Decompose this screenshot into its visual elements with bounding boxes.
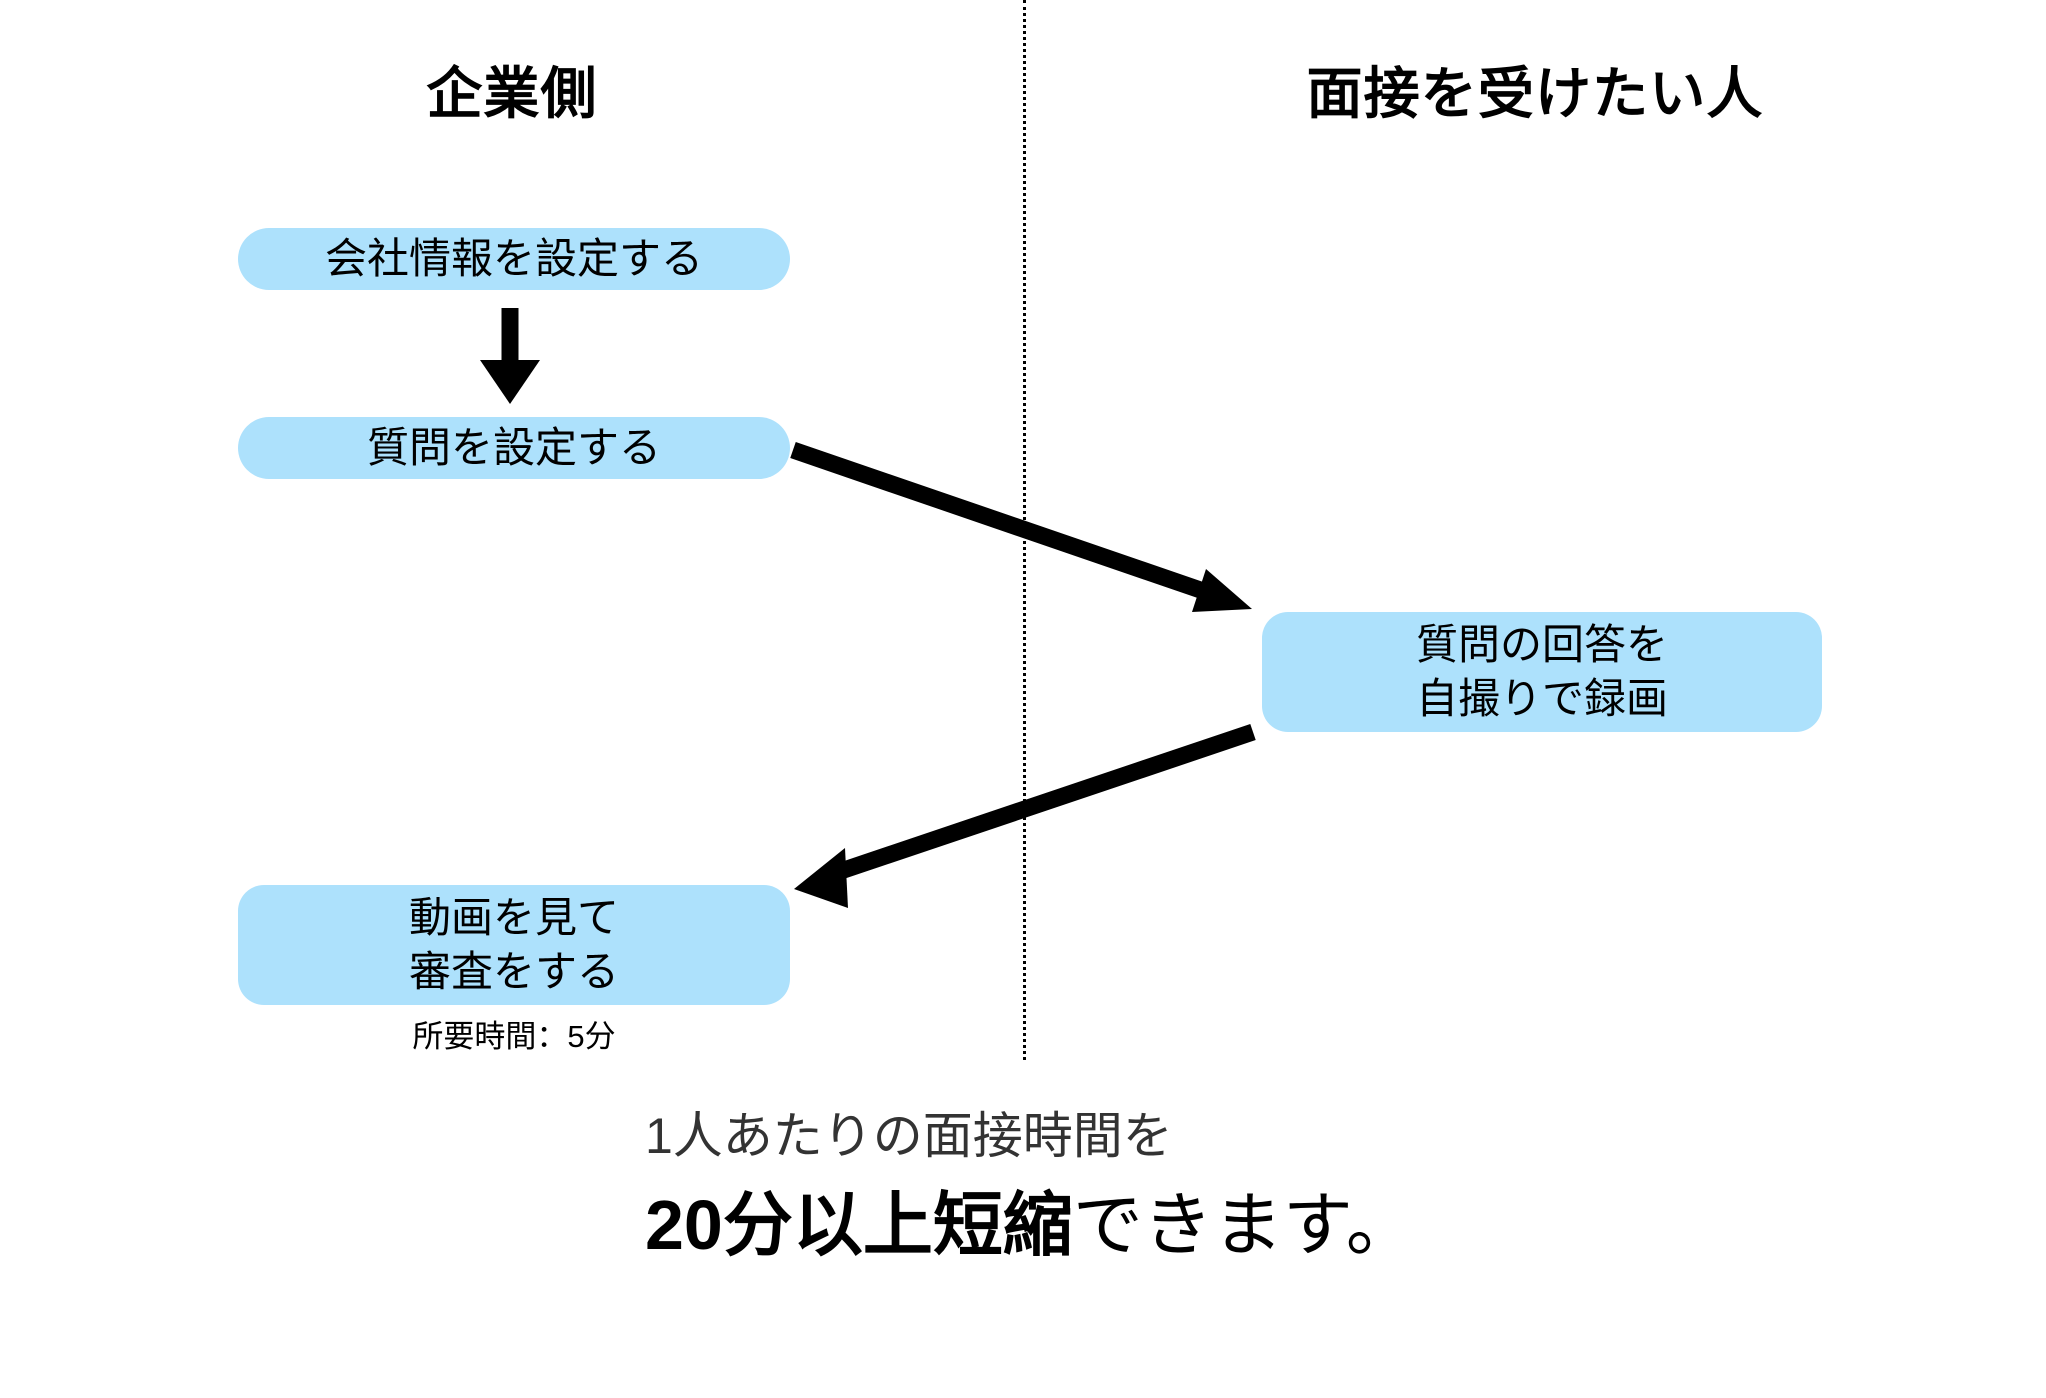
- summary-tail-text: できます。: [1072, 1185, 1416, 1264]
- flow-box-watch-and-review[interactable]: 動画を見て 審査をする: [238, 885, 790, 1005]
- summary-emphasis-text: 20分以上短縮: [645, 1185, 1073, 1264]
- summary-line-2: 20分以上短縮できます。: [645, 1185, 1645, 1264]
- flow-box-label-line1: 質問の回答を: [1415, 621, 1668, 669]
- flow-box-record-answers[interactable]: 質問の回答を 自撮りで録画: [1262, 612, 1822, 732]
- flow-box-label-line2: 自撮りで録画: [1415, 675, 1668, 722]
- flow-box-label: 会社情報を設定する: [324, 235, 703, 283]
- vertical-dotted-divider: [1023, 0, 1026, 1060]
- summary-line-1: 1人あたりの面接時間を: [645, 1108, 1173, 1164]
- flow-box-caption-duration: 所要時間：5分: [412, 1019, 616, 1054]
- column-header-company: 企業側: [426, 62, 598, 125]
- flow-box-label-line1: 動画を見て: [408, 894, 619, 942]
- column-header-candidate: 面接を受けたい人: [1306, 62, 1764, 125]
- flow-box-label-line2: 審査をする: [408, 948, 619, 995]
- flow-box-set-company-info[interactable]: 会社情報を設定する: [238, 228, 790, 290]
- summary-block: 1人あたりの面接時間を 20分以上短縮できます。: [645, 1110, 1645, 1262]
- flow-box-label: 質問を設定する: [366, 424, 661, 472]
- flow-box-set-questions[interactable]: 質問を設定する: [238, 417, 790, 479]
- down-arrow-icon: [480, 308, 540, 404]
